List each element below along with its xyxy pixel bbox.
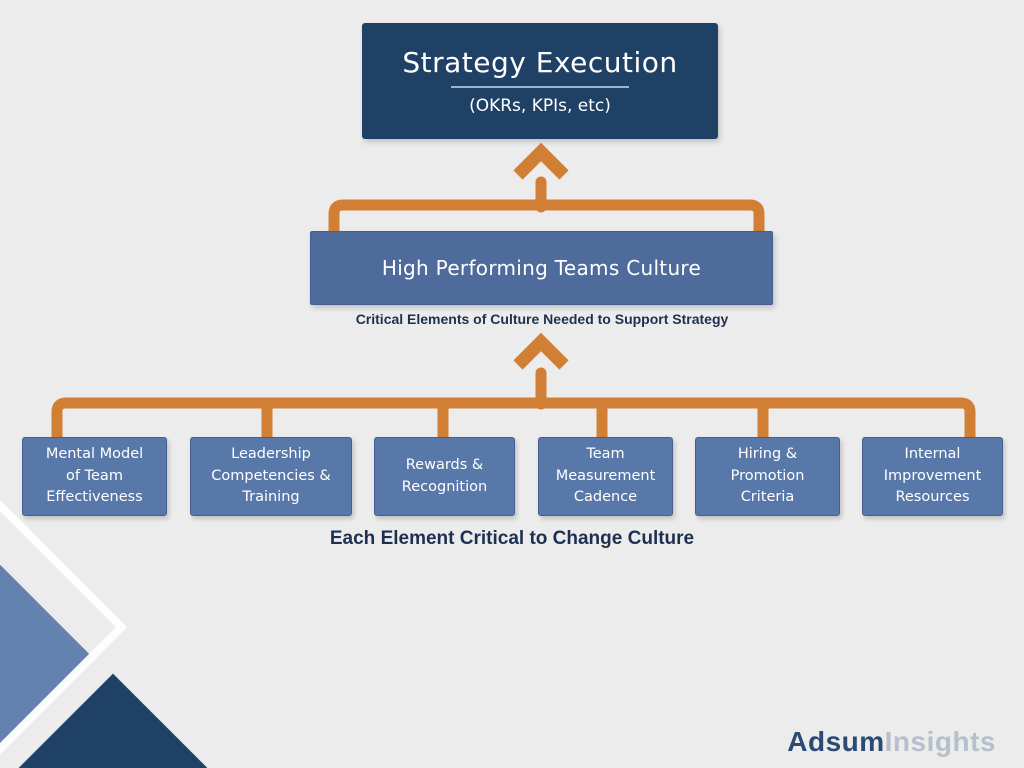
element-box-leadership: Leadership Competencies & Training <box>190 437 352 516</box>
adsum-insights-logo: AdsumInsights <box>787 726 996 758</box>
strategy-execution-subtitle: (OKRs, KPIs, etc) <box>469 96 611 116</box>
teams-culture-box: High Performing Teams Culture <box>310 231 773 305</box>
chevron-up-icon <box>513 142 569 213</box>
bracket-middle-connector <box>328 199 765 233</box>
strategy-execution-title: Strategy Execution <box>402 46 678 79</box>
chevron-up-icon <box>513 332 569 410</box>
culture-support-caption: Critical Elements of Culture Needed to S… <box>355 311 729 327</box>
logo-insights: Insights <box>884 726 996 757</box>
title-divider <box>451 86 629 88</box>
change-culture-caption: Each Element Critical to Change Culture <box>329 528 695 549</box>
element-box-measurement: Team Measurement Cadence <box>538 437 673 516</box>
element-box-mental-model: Mental Model of Team Effectiveness <box>22 437 167 516</box>
logo-adsum: Adsum <box>787 726 885 757</box>
element-box-rewards: Rewards & Recognition <box>374 437 515 516</box>
strategy-execution-box: Strategy Execution (OKRs, KPIs, etc) <box>362 23 718 139</box>
bracket-elements-connector <box>51 397 976 439</box>
teams-culture-label: High Performing Teams Culture <box>381 256 702 280</box>
element-box-hiring: Hiring & Promotion Criteria <box>695 437 840 516</box>
element-box-resources: Internal Improvement Resources <box>862 437 1003 516</box>
